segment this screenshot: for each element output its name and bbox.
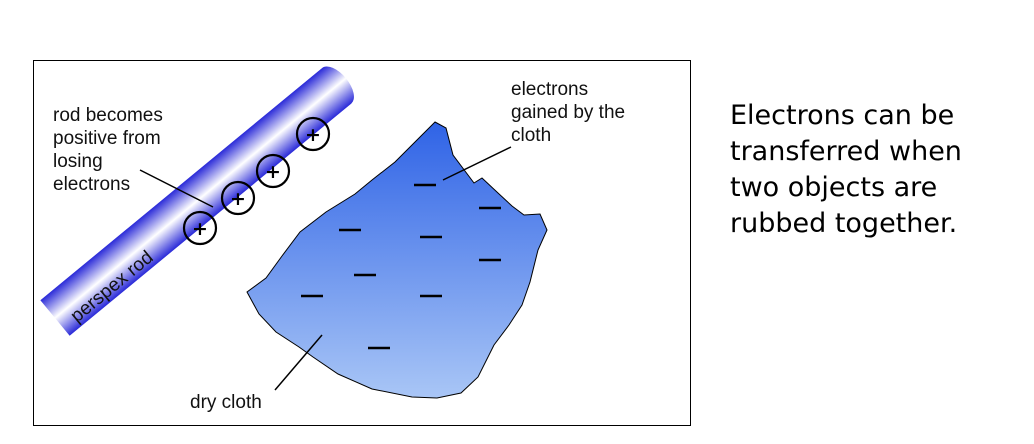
label-dry-cloth: dry cloth bbox=[190, 392, 262, 413]
pointer-line-cloth bbox=[274, 334, 323, 391]
positive-charge-icon: + bbox=[255, 153, 291, 189]
label-rod-positive: rod becomes positive from losing electro… bbox=[53, 105, 163, 195]
caption-text: Electrons can be transferred when two ob… bbox=[730, 100, 962, 239]
svg-text:+: + bbox=[305, 124, 321, 146]
pointer-line-electrons bbox=[442, 146, 512, 181]
positive-charge-icon: + bbox=[182, 210, 218, 246]
positive-charge-icon: + bbox=[220, 180, 256, 216]
positive-charge-icon: + bbox=[295, 116, 331, 152]
svg-text:+: + bbox=[230, 188, 246, 210]
svg-text:+: + bbox=[265, 161, 281, 183]
perspex-rod bbox=[40, 66, 354, 336]
pointer-line-rod bbox=[139, 169, 214, 208]
dry-cloth bbox=[246, 121, 548, 399]
svg-text:+: + bbox=[192, 218, 208, 240]
label-electrons-gained: electrons gained by the cloth bbox=[511, 79, 626, 146]
